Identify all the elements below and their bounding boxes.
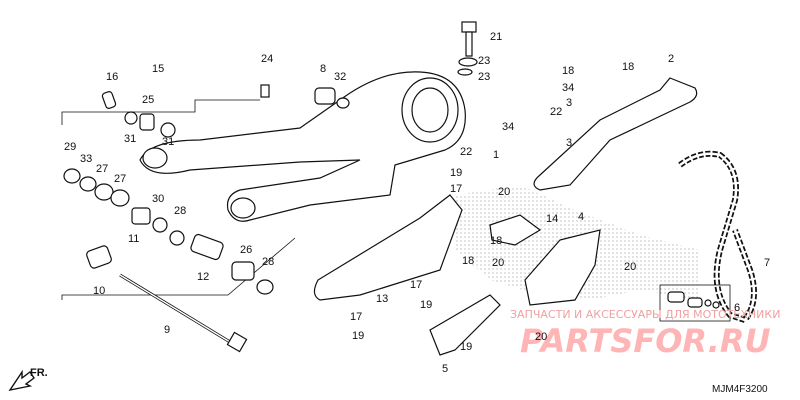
collar-10	[86, 245, 112, 269]
part-label: 19	[460, 341, 472, 353]
part-label: 11	[128, 233, 139, 245]
part-label: 3	[566, 137, 572, 149]
part-label: 31	[124, 133, 136, 145]
chain-joint-box	[659, 284, 731, 322]
part-label: 3	[566, 97, 572, 109]
part-label: 23	[478, 71, 490, 83]
part-label: 2	[668, 53, 674, 65]
part-label: 26	[240, 244, 252, 256]
part-label: 18	[490, 235, 502, 247]
part-label: 29	[64, 141, 76, 153]
chain-slider	[313, 194, 463, 301]
part-label: 23	[478, 55, 490, 67]
chain-joint-parts	[667, 291, 720, 309]
part-label: 13	[376, 293, 388, 305]
swingarm-pivot-right	[230, 197, 256, 219]
direction-label: FR.	[30, 367, 48, 379]
part-label: 19	[450, 167, 462, 179]
chain-case	[533, 77, 698, 191]
part-label: 28	[262, 256, 274, 268]
part-label: 22	[460, 146, 472, 158]
part-4	[524, 229, 601, 306]
part-8	[314, 87, 336, 105]
part-label: 15	[152, 63, 164, 75]
diagram-code: MJM4F3200	[712, 384, 768, 395]
part-label: 4	[578, 211, 584, 223]
part-label: 20	[492, 257, 504, 269]
part-label: 18	[562, 65, 574, 77]
part-label: 22	[550, 106, 562, 118]
bracket-15	[61, 99, 260, 125]
pivot-nut	[226, 331, 248, 353]
part-label: 9	[164, 324, 170, 336]
part-label: 33	[80, 153, 92, 165]
part-label: 20	[498, 186, 510, 198]
part-label: 12	[197, 271, 209, 283]
bearing-stack	[63, 91, 274, 295]
part-label: 5	[442, 363, 448, 375]
part-label: 8	[320, 63, 326, 75]
bolt-24	[260, 84, 270, 98]
part-label: 18	[462, 255, 474, 267]
bracket-14	[489, 214, 542, 246]
part-label: 31	[162, 136, 174, 148]
part-32	[336, 97, 350, 109]
part-label: 19	[352, 330, 364, 342]
part-label: 17	[350, 311, 362, 323]
part-label: 6	[734, 302, 740, 314]
part-label: 20	[535, 331, 547, 343]
part-label: 30	[152, 193, 164, 205]
swingarm-pivot-left	[142, 147, 168, 169]
bolt-21	[457, 21, 478, 76]
part-label: 21	[490, 31, 502, 43]
part-label: 34	[562, 82, 574, 94]
watermark-logo: PARTSFOR.RU	[520, 322, 770, 360]
part-label: 17	[410, 279, 422, 291]
part-label: 1	[493, 149, 499, 161]
part-label: 16	[106, 71, 118, 83]
part-label: 19	[420, 299, 432, 311]
bracket-lower	[61, 237, 296, 300]
part-label: 17	[450, 183, 462, 195]
watermark-text: ЗАПЧАСТИ И АКСЕССУАРЫ ДЛЯ МОТОТЕХНИКИ	[510, 308, 780, 321]
part-label: 25	[142, 94, 154, 106]
part-label: 18	[622, 61, 634, 73]
part-5	[429, 294, 501, 356]
part-label: 28	[174, 205, 186, 217]
part-label: 7	[764, 257, 770, 269]
part-label: 27	[96, 163, 108, 175]
swingarm-axle-inner	[411, 87, 449, 133]
part-label: 20	[624, 261, 636, 273]
part-label: 34	[502, 121, 514, 133]
front-direction-arrow: FR.	[8, 367, 48, 392]
part-label: 10	[93, 285, 105, 297]
part-label: 27	[114, 173, 126, 185]
part-label: 32	[334, 71, 346, 83]
part-label: 14	[546, 213, 558, 225]
part-label: 24	[261, 53, 273, 65]
